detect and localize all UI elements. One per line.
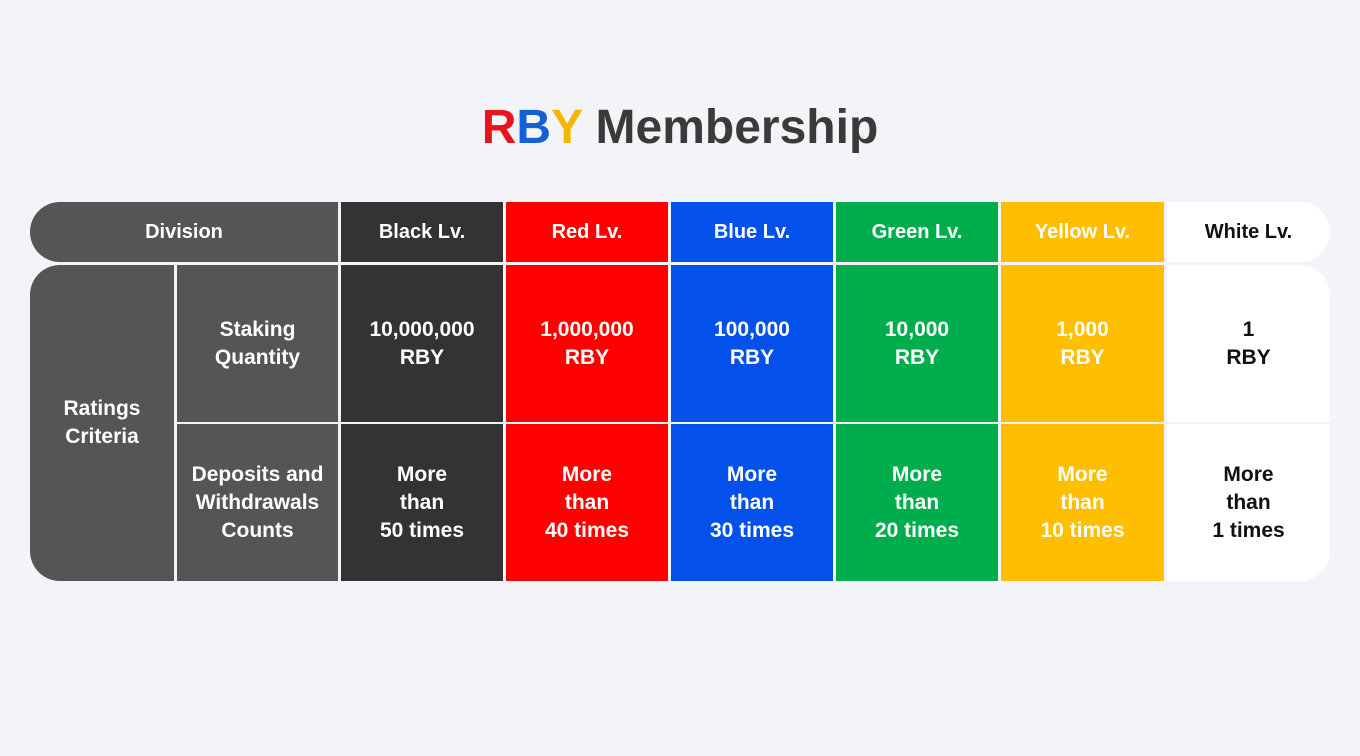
cell-blue-staking: 100,000 RBY <box>671 265 833 422</box>
header-division: Division <box>30 202 338 262</box>
title-letter-b: B <box>516 101 552 154</box>
cell-yellow-staking: 1,000 RBY <box>1001 265 1164 422</box>
cell-text: More than 10 times <box>1040 462 1125 542</box>
cell-green-counts: More than 20 times <box>836 424 998 581</box>
row-label-text: Deposits and Withdrawals Counts <box>191 462 324 542</box>
cell-text: 100,000 RBY <box>714 317 790 369</box>
header-division-label: Division <box>145 221 223 243</box>
header-label: Blue Lv. <box>713 221 791 243</box>
title-letter-r: R <box>481 101 517 154</box>
page-title: RBY Membership <box>0 100 1360 155</box>
cell-text: 1,000 RBY <box>1056 317 1109 369</box>
header-yellow-level: Yellow Lv. <box>1001 202 1164 262</box>
row-label-staking: Staking Quantity <box>177 265 338 422</box>
cell-black-staking: 10,000,000 RBY <box>341 265 503 422</box>
cell-text: 10,000,000 RBY <box>369 317 475 369</box>
cell-text: More than 50 times <box>379 462 465 542</box>
cell-yellow-counts: More than 10 times <box>1001 424 1164 581</box>
header-label: Red Lv. <box>551 221 623 243</box>
cell-green-staking: 10,000 RBY <box>836 265 998 422</box>
title-text: Membership <box>582 101 879 154</box>
header-label: White Lv. <box>1204 221 1293 243</box>
cell-text: More than 1 times <box>1212 462 1285 542</box>
ratings-criteria-cell: Ratings Criteria <box>30 265 174 581</box>
row-label-counts: Deposits and Withdrawals Counts <box>177 424 338 581</box>
cell-red-staking: 1,000,000 RBY <box>506 265 668 422</box>
header-label: Yellow Lv. <box>1034 221 1131 243</box>
header-red-level: Red Lv. <box>506 202 668 262</box>
cell-text: More than 40 times <box>544 462 630 542</box>
row-label-text: Staking Quantity <box>214 317 301 369</box>
title-letter-y: Y <box>551 101 583 154</box>
cell-text: 10,000 RBY <box>884 317 950 369</box>
header-label: Black Lv. <box>378 221 466 243</box>
header-blue-level: Blue Lv. <box>671 202 833 262</box>
cell-text: More than 20 times <box>874 462 960 542</box>
header-black-level: Black Lv. <box>341 202 503 262</box>
cell-red-counts: More than 40 times <box>506 424 668 581</box>
cell-black-counts: More than 50 times <box>341 424 503 581</box>
ratings-criteria-label: Ratings Criteria <box>63 397 141 448</box>
cell-text: More than 30 times <box>709 462 795 542</box>
header-green-level: Green Lv. <box>836 202 998 262</box>
header-white-level: White Lv. <box>1167 202 1330 262</box>
cell-white-counts: More than 1 times <box>1167 424 1330 581</box>
cell-white-staking: 1 RBY <box>1167 265 1330 422</box>
header-label: Green Lv. <box>871 221 963 243</box>
cell-text: 1,000,000 RBY <box>540 317 634 369</box>
cell-text: 1 RBY <box>1226 317 1271 369</box>
cell-blue-counts: More than 30 times <box>671 424 833 581</box>
